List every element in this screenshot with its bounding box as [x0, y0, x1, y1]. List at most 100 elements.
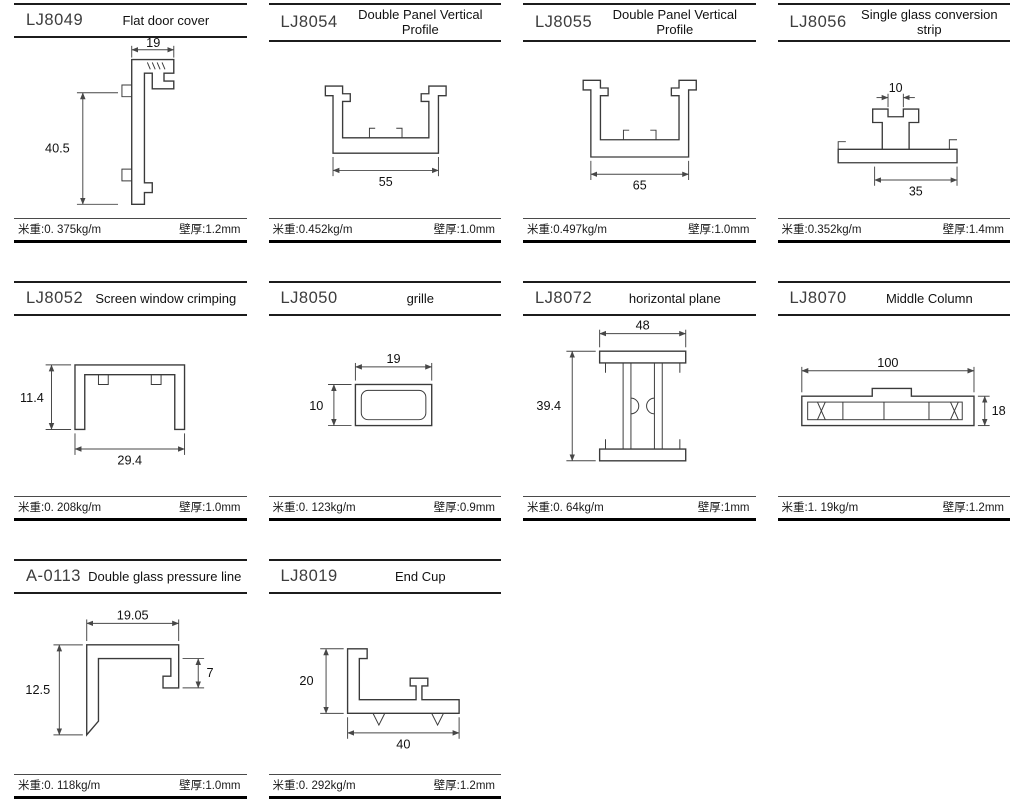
profile-specs: 米重:1. 19kg/m 壁厚:1.2mm [777, 496, 1010, 521]
meter-weight: 米重:0.352kg/m [782, 221, 862, 237]
profile-card-lj8054: LJ8054 Double Panel Vertical Profile 55 … [268, 3, 502, 243]
lj8072-cross-section: 48 39.4 [536, 318, 687, 462]
profile-code: LJ8049 [26, 11, 84, 29]
profile-drawing: 100 18 [778, 316, 1011, 496]
profile-specs: 米重:0.452kg/m 壁厚:1.0mm [268, 218, 501, 243]
profile-code: LJ8019 [280, 567, 338, 585]
dimension-label: 12.5 [25, 682, 50, 697]
meter-weight: 米重:1. 19kg/m [782, 499, 859, 515]
dimension-annotations: 19.05 12.5 7 [25, 607, 214, 736]
dimension-label: 40.5 [45, 140, 70, 155]
lj8019-cross-section: 20 40 [299, 648, 460, 752]
wall-thickness-value: 1.4mm [968, 224, 1004, 236]
dimension-label: 7 [206, 665, 213, 680]
profile-card-lj8056: LJ8056 Single glass conversion strip 10 [777, 3, 1010, 243]
profile-code: LJ8055 [535, 12, 593, 31]
profile-outline [86, 644, 180, 737]
lj8055-cross-section: 65 [582, 79, 697, 192]
wall-thickness-value: 1.0mm [714, 224, 750, 236]
profile-name: grille [406, 290, 435, 306]
wall-thickness: 壁厚:1mm [698, 499, 750, 515]
profile-header: LJ8054 Double Panel Vertical Profile [268, 3, 501, 42]
profile-card-lj8055: LJ8055 Double Panel Vertical Profile 65 … [523, 3, 756, 243]
wall-thickness: 壁厚:1.0mm [688, 221, 749, 237]
dimension-label: 39.4 [536, 398, 561, 413]
dimension-annotations: 11.4 29.4 [20, 364, 186, 468]
profile-drawing: 19.05 12.5 7 [14, 594, 247, 774]
meter-weight-label: 米重: [527, 502, 554, 514]
profile-specs: 米重:0. 123kg/m 壁厚:0.9mm [268, 496, 501, 521]
profile-header: LJ8070 Middle Column [777, 281, 1010, 316]
wall-thickness-value: 1.0mm [205, 780, 241, 792]
meter-weight: 米重:0. 375kg/m [18, 221, 101, 237]
lj8054-cross-section: 55 [324, 85, 447, 188]
lj8052-cross-section: 11.4 29.4 [20, 364, 186, 468]
dimension-annotations: 19 40.5 [45, 38, 175, 205]
wall-thickness-value: 1.0mm [459, 224, 495, 236]
lj8056-cross-section: 10 35 [837, 80, 958, 198]
wall-thickness-label: 壁厚: [697, 502, 724, 514]
dimension-label: 20 [299, 673, 313, 688]
profile-name: End Cup [395, 568, 446, 584]
meter-weight: 米重:0.497kg/m [527, 221, 607, 237]
wall-thickness-label: 壁厚: [688, 224, 715, 236]
wall-thickness-value: 1mm [723, 502, 750, 514]
profile-code: LJ8072 [535, 289, 593, 307]
dimension-label: 10 [309, 398, 323, 413]
profile-card-lj8072: LJ8072 horizontal plane 48 [523, 281, 756, 521]
wall-thickness-label: 壁厚: [433, 502, 460, 514]
meter-weight-value: 0.452kg/m [298, 224, 353, 236]
wall-thickness-label: 壁厚: [179, 224, 206, 236]
meter-weight-label: 米重: [272, 502, 299, 514]
meter-weight-value: 0. 375kg/m [44, 224, 102, 236]
wall-thickness-value: 0.9mm [459, 502, 495, 514]
dimension-label: 55 [378, 174, 392, 188]
profile-drawing: 11.4 29.4 [14, 316, 247, 496]
profile-drawing: 65 [523, 42, 756, 218]
dimension-annotations: 65 [590, 160, 690, 192]
dimension-label: 18 [991, 403, 1005, 418]
meter-weight-value: 0. 64kg/m [553, 502, 604, 514]
wall-thickness: 壁厚:1.2mm [179, 221, 240, 237]
profile-name: Middle Column [885, 290, 973, 306]
profile-header: LJ8019 End Cup [268, 559, 501, 594]
meter-weight-value: 0. 208kg/m [44, 502, 102, 514]
wall-thickness-value: 1.2mm [205, 224, 241, 236]
dimension-annotations: 55 [332, 156, 439, 188]
dimension-label: 40 [396, 737, 410, 752]
wall-thickness-label: 壁厚: [179, 780, 206, 792]
profile-specs: 米重:0.352kg/m 壁厚:1.4mm [777, 218, 1010, 243]
profile-drawing: 55 [269, 42, 502, 218]
meter-weight-value: 0.352kg/m [807, 224, 862, 236]
dimension-annotations: 48 39.4 [536, 318, 687, 462]
profile-card-lj8019: LJ8019 End Cup 20 40 [268, 559, 501, 799]
profile-header: LJ8056 Single glass conversion strip [777, 3, 1010, 42]
profile-code: LJ8052 [26, 289, 84, 307]
profile-name: Flat door cover [122, 12, 210, 28]
wall-thickness: 壁厚:1.2mm [434, 777, 495, 793]
profile-card-lj8052: LJ8052 Screen window crimping 11.4 29.4 [14, 281, 247, 521]
meter-weight-label: 米重: [781, 224, 808, 236]
profile-code: LJ8056 [789, 12, 847, 31]
profile-specs: 米重:0. 64kg/m 壁厚:1mm [523, 496, 756, 521]
wall-thickness: 壁厚:1.2mm [943, 499, 1004, 515]
lj8049-cross-section: 19 40.5 [45, 38, 175, 205]
wall-thickness: 壁厚:1.0mm [434, 221, 495, 237]
meter-weight-value: 0. 123kg/m [298, 502, 356, 514]
a0113-cross-section: 19.05 12.5 7 [25, 607, 214, 737]
profile-outline [346, 648, 460, 727]
dimension-label: 100 [877, 355, 898, 370]
meter-weight-label: 米重: [781, 502, 808, 514]
profile-specs: 米重:0. 118kg/m 壁厚:1.0mm [14, 774, 247, 799]
dimension-label: 19.05 [117, 607, 149, 622]
wall-thickness: 壁厚:0.9mm [434, 499, 495, 515]
profile-outline [837, 108, 958, 164]
wall-thickness: 壁厚:1.0mm [179, 499, 240, 515]
profile-card-a0113: A-0113 Double glass pressure line 19.05 … [14, 559, 247, 799]
profile-card-lj8049: LJ8049 Flat door cover 19 40.5 [14, 3, 247, 243]
profile-drawing: 48 39.4 [523, 316, 756, 496]
wall-thickness-label: 壁厚: [942, 502, 969, 514]
profile-specs: 米重:0. 375kg/m 壁厚:1.2mm [14, 218, 247, 243]
wall-thickness-label: 壁厚: [179, 502, 206, 514]
profile-outline [324, 85, 447, 154]
